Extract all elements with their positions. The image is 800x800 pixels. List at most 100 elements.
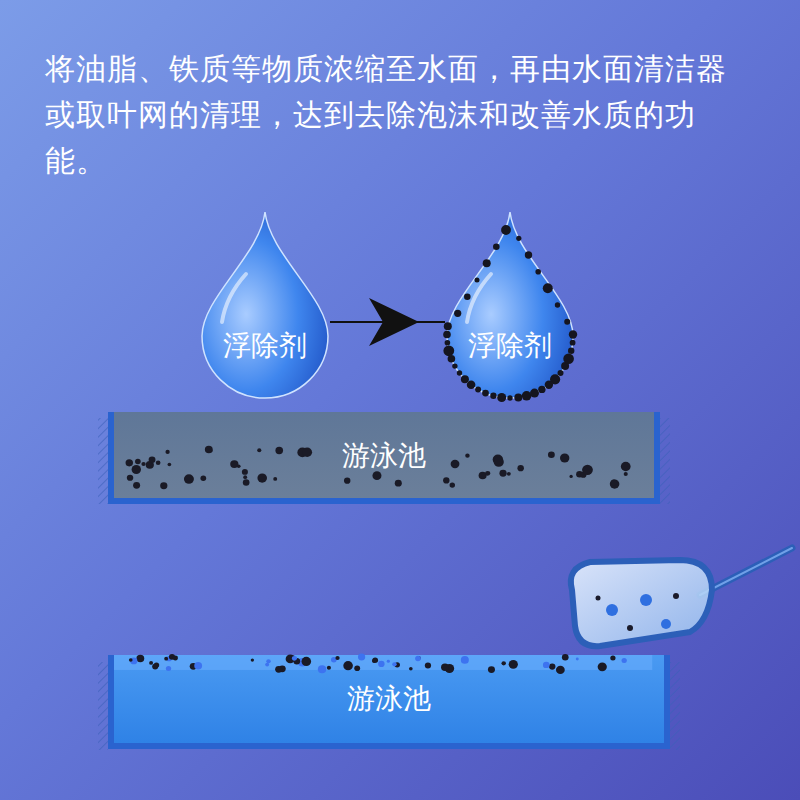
drop-label: 浮除剂 <box>445 328 575 364</box>
impurity-dot <box>464 293 471 300</box>
impurity-dot <box>570 340 576 346</box>
drop-shape <box>200 210 330 400</box>
impurity-dot <box>457 370 462 375</box>
drop-label: 浮除剂 <box>200 328 330 364</box>
impurity-dot <box>184 474 194 484</box>
floating-dot <box>425 663 431 669</box>
impurity-dot <box>624 472 628 476</box>
impurity-dot <box>141 462 145 466</box>
impurity-dot <box>610 479 620 488</box>
skimmer-net <box>571 548 792 646</box>
impurity-dot <box>445 340 451 346</box>
arrow-connector <box>330 298 445 346</box>
impurity-dot <box>563 353 574 364</box>
floating-dot <box>415 656 421 661</box>
ground-hatch <box>98 418 108 504</box>
impurity-dot <box>569 475 572 478</box>
floating-dot <box>488 666 495 673</box>
impurity-dot <box>302 448 312 457</box>
impurity-dot <box>490 393 496 399</box>
impurity-dot <box>494 457 504 467</box>
impurity-dot <box>507 472 511 476</box>
pool-label: 游泳池 <box>114 681 664 717</box>
impurity-dot <box>548 452 555 459</box>
floating-dot <box>409 667 413 671</box>
impurity-dot <box>514 394 522 402</box>
impurity-dot <box>483 259 491 267</box>
impurity-dot <box>344 478 350 484</box>
drop-highlight <box>222 274 246 322</box>
impurity-dot <box>535 269 541 275</box>
floating-dot <box>556 666 565 674</box>
heading-text: 将油脂、铁质等物质浓缩至水面，再由水面清洁器或取叶网的清理，达到去除泡沫和改善水… <box>45 46 757 184</box>
impurity-dot <box>485 471 490 476</box>
floating-dot <box>622 658 627 663</box>
impurity-dot <box>443 345 454 356</box>
water-drop: 浮除剂 <box>445 210 575 400</box>
impurity-dot <box>126 459 133 466</box>
floating-dot <box>265 663 269 667</box>
impurity-dot <box>545 381 553 389</box>
floating-dot <box>549 664 555 670</box>
impurity-dot <box>200 476 206 481</box>
impurity-dot <box>242 469 248 475</box>
water-drop: 浮除剂 <box>200 210 330 400</box>
impurity-dot <box>564 319 570 325</box>
floating-dot <box>343 661 353 670</box>
impurity-dot <box>395 480 402 487</box>
drop-shape <box>445 210 575 400</box>
impurity-dot <box>568 348 574 354</box>
drop-outline <box>202 212 328 398</box>
impurity-dot <box>160 482 167 489</box>
drop-outline <box>447 212 573 398</box>
impurity-dot <box>372 471 381 480</box>
floating-dot <box>543 662 550 668</box>
impurity-dot <box>165 450 169 454</box>
swimming-pool: 游泳池 <box>108 655 670 749</box>
floating-dot <box>292 656 297 661</box>
impurity-dot <box>569 330 577 338</box>
impurity-dot <box>450 482 455 487</box>
drop-highlight <box>467 274 491 322</box>
impurity-dot <box>443 331 451 339</box>
impurity-dot <box>611 479 617 485</box>
floating-dot <box>335 656 339 660</box>
ground-hatch <box>660 418 670 504</box>
floating-dot <box>372 659 377 663</box>
impurity-dot <box>522 391 532 401</box>
floating-dot <box>173 656 178 661</box>
floating-dot <box>461 656 469 664</box>
impurity-dot <box>149 457 156 464</box>
impurity-dot <box>621 462 631 471</box>
floating-dot <box>164 657 168 661</box>
floating-dot <box>358 654 365 661</box>
impurity-dot <box>507 395 512 400</box>
floating-dot <box>378 661 384 667</box>
floating-dot <box>318 665 326 673</box>
pool-label: 游泳池 <box>114 438 654 474</box>
floating-dot <box>302 657 312 666</box>
water-surface <box>114 655 652 670</box>
impurity-dot <box>127 475 133 481</box>
impurity-dot <box>530 389 539 398</box>
floating-dot <box>129 658 133 662</box>
impurity-dot <box>454 310 461 317</box>
floating-dot <box>387 660 390 663</box>
impurity-dot <box>273 477 277 481</box>
impurity-dot <box>525 251 532 258</box>
impurity-dot <box>582 465 593 475</box>
impurity-dot <box>156 460 161 464</box>
impurity-dot <box>465 454 470 458</box>
swimming-pool: 游泳池 <box>108 412 660 504</box>
chevron-arrowhead <box>369 298 419 346</box>
impurity-dot <box>205 446 213 453</box>
impurity-dot <box>501 225 511 235</box>
impurity-dot <box>257 474 267 483</box>
floating-dot <box>501 661 506 665</box>
impurity-dot <box>555 302 560 307</box>
impurity-dot <box>558 370 564 376</box>
floating-dot <box>166 666 171 671</box>
floating-dot <box>562 654 569 660</box>
impurity-dot <box>133 482 140 489</box>
impurity-dot <box>497 393 506 402</box>
